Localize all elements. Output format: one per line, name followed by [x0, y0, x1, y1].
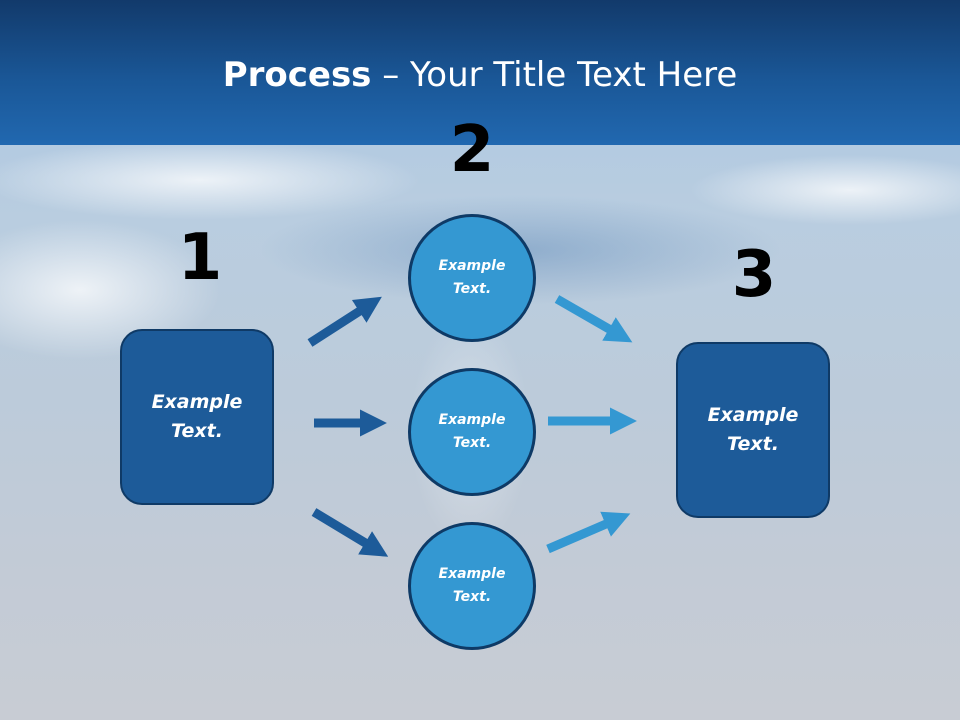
title-bar — [0, 0, 960, 145]
step-2-circle-top: Example Text. — [408, 214, 536, 342]
step-number-2: 2 — [449, 113, 495, 187]
step-2-circle-bottom: Example Text. — [408, 522, 536, 650]
step-number-3: 3 — [731, 238, 777, 312]
step-2-circle-middle: Example Text. — [408, 368, 536, 496]
step-3-box: Example Text. — [676, 342, 830, 518]
title-rest: – Your Title Text Here — [371, 55, 738, 95]
step-number-1: 1 — [177, 221, 223, 295]
step-1-box: Example Text. — [120, 329, 274, 505]
slide-title: Process – Your Title Text Here — [0, 52, 960, 98]
title-bold: Process — [222, 55, 372, 95]
